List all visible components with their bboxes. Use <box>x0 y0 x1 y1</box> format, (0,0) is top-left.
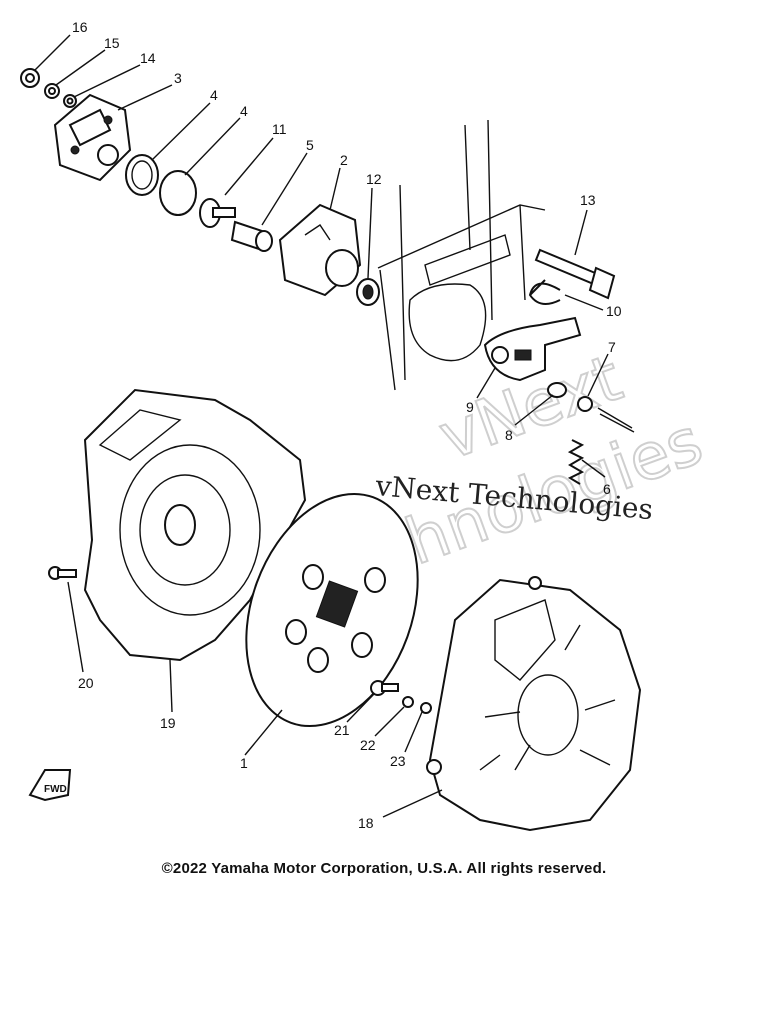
washer-23 <box>420 702 432 714</box>
stud-bolt <box>597 407 635 433</box>
spring-clip-10 <box>528 279 561 305</box>
fan-cover-18 <box>426 576 642 832</box>
callout-4b: 4 <box>240 103 248 119</box>
callout-16: 16 <box>72 19 88 35</box>
callout-19: 19 <box>160 715 176 731</box>
fan-cover-19 <box>83 388 307 662</box>
callout-2: 2 <box>340 152 348 168</box>
callout-10: 10 <box>606 303 622 319</box>
nut-16 <box>20 68 40 88</box>
callout-13: 13 <box>580 192 596 208</box>
collar-5 <box>230 220 273 252</box>
pump-housing-3 <box>53 93 132 182</box>
callout-6: 6 <box>603 481 611 497</box>
leader-lines <box>34 34 609 818</box>
callout-5: 5 <box>306 137 314 153</box>
spring-6 <box>567 439 585 485</box>
fwd-arrow-icon: FWD <box>28 769 72 802</box>
washer-22 <box>402 696 414 708</box>
callout-15: 15 <box>104 35 120 51</box>
callout-7: 7 <box>608 339 616 355</box>
callout-1: 1 <box>240 755 248 771</box>
callout-11: 11 <box>272 121 287 137</box>
fwd-label: FWD <box>44 784 67 795</box>
callout-numbers: 16 15 14 3 4 4 11 5 2 12 13 10 7 9 8 6 2… <box>72 19 622 831</box>
callout-12: 12 <box>366 171 382 187</box>
lever-arm-9 <box>483 316 582 382</box>
bolt-13 <box>534 248 616 300</box>
washer-14 <box>63 94 77 108</box>
oil-seal-12 <box>356 278 380 306</box>
diaphragm-4b <box>159 170 197 216</box>
lock-washer-15 <box>44 83 60 99</box>
bolt-21 <box>370 680 399 696</box>
nut-7 <box>577 396 593 412</box>
washer-8 <box>547 382 567 398</box>
callout-18: 18 <box>358 815 374 831</box>
diaphragm-4a <box>125 154 159 196</box>
callout-4a: 4 <box>210 87 218 103</box>
plunger-11 <box>199 198 236 228</box>
callout-14: 14 <box>140 50 156 66</box>
engine-case-outline <box>377 119 546 391</box>
callout-20: 20 <box>78 675 94 691</box>
callout-9: 9 <box>466 399 474 415</box>
callout-3: 3 <box>174 70 182 86</box>
callout-8: 8 <box>505 427 513 443</box>
callout-21: 21 <box>334 722 350 738</box>
pump-body-2 <box>278 203 362 297</box>
callout-22: 22 <box>360 737 376 753</box>
cooling-fan-disk-1 <box>245 492 419 728</box>
copyright-notice: ©2022 Yamaha Motor Corporation, U.S.A. A… <box>161 860 607 877</box>
callout-23: 23 <box>390 753 406 769</box>
screw-20 <box>48 566 77 580</box>
